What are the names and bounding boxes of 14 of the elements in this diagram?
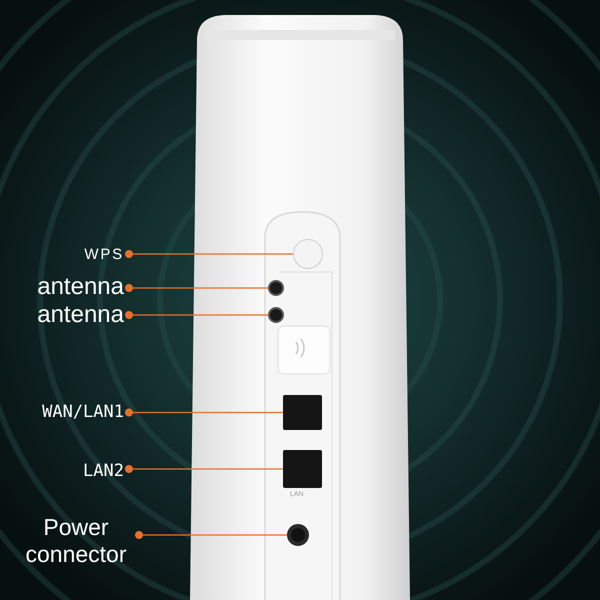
callout-label: WPS [20, 244, 124, 266]
leader-line [135, 531, 287, 539]
ethernet-port [283, 395, 322, 430]
leader-line [125, 465, 283, 473]
leader-line [125, 408, 283, 416]
ethernet-port [283, 450, 322, 488]
callout-label: antenna [0, 272, 124, 302]
callout-label: Power connector [18, 512, 134, 570]
callout-label: WAN/LAN1 [0, 400, 124, 424]
callout-label: antenna [0, 300, 124, 330]
leader-line [125, 250, 293, 258]
callout-label: LAN2 [0, 459, 124, 483]
leader-line [125, 311, 268, 319]
leader-line [125, 284, 268, 292]
